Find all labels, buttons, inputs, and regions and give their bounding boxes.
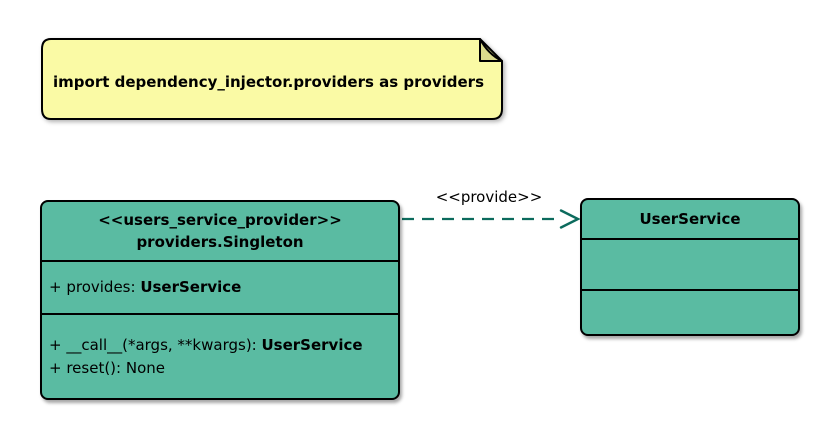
method-call: + __call__(*args, **kwargs): UserService (49, 334, 394, 357)
provider-class-header: <<users_service_provider>> providers.Sin… (42, 202, 398, 260)
attribute-provides: + provides: UserService (49, 276, 394, 299)
provider-methods-compartment: + __call__(*args, **kwargs): UserService… (42, 313, 398, 398)
userservice-class-box: UserService (580, 198, 800, 336)
import-note: import dependency_injector.providers as … (41, 38, 503, 120)
userservice-methods-compartment (582, 289, 798, 334)
provider-stereotype: <<users_service_provider>> (98, 211, 342, 229)
method-call-type: UserService (261, 335, 363, 354)
attribute-provides-text: + provides: (49, 278, 141, 296)
open-arrowhead-icon (559, 209, 581, 229)
userservice-class-name: UserService (639, 210, 741, 228)
provider-class-name: providers.Singleton (136, 233, 304, 251)
note-shape (41, 38, 503, 120)
provider-class-box: <<users_service_provider>> providers.Sin… (40, 200, 400, 400)
note-text: import dependency_injector.providers as … (53, 73, 485, 91)
note-fold-corner-icon (479, 38, 503, 62)
edge-label: <<provide>> (435, 188, 543, 206)
method-call-text: + __call__(*args, **kwargs): (49, 335, 262, 354)
attribute-provides-type: UserService (140, 278, 242, 296)
userservice-class-header: UserService (582, 200, 798, 238)
method-reset-text: + reset(): None (49, 358, 165, 377)
provider-attributes-compartment: + provides: UserService (42, 260, 398, 313)
userservice-attributes-compartment (582, 238, 798, 289)
method-reset: + reset(): None (49, 357, 394, 380)
